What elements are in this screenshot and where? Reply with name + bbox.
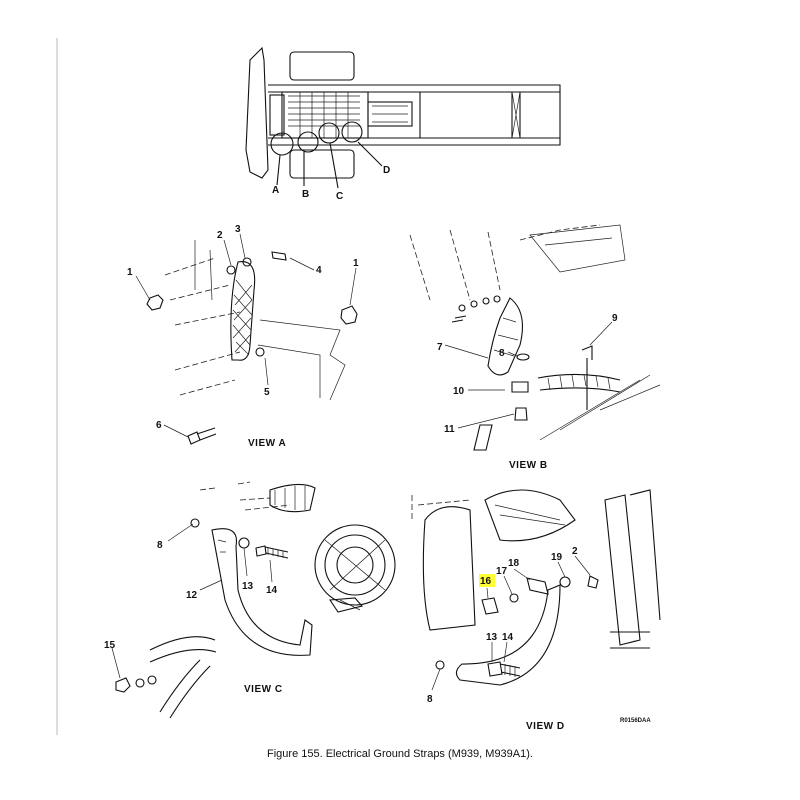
view-c-callout-15: 15 [104,640,116,651]
view-d-callout-17: 17 [496,566,508,577]
drawing-code: R0156DAA [620,718,651,724]
overview-callout-d: D [383,165,390,176]
overview-callout-b: B [302,189,309,200]
view-b-callout-10: 10 [453,386,465,397]
view-a-callout-1: 1 [127,267,133,278]
view-d-title: VIEW D [526,721,565,732]
view-a-callout-3: 3 [235,224,241,235]
view-c-callout-14: 14 [266,585,278,596]
view-a-callout-4: 4 [316,265,322,276]
view-a-title: VIEW A [248,438,286,449]
view-c-callout-12: 12 [186,590,198,601]
view-d-callout-18: 18 [508,558,520,569]
view-b-callout-8: 8 [499,348,505,359]
view-a-callout-2: 2 [217,230,223,241]
view-d-callout-16: 16 [480,576,492,587]
view-a-diagram: 1 2 3 4 1 5 6 VIEW A [127,224,359,449]
view-c-title: VIEW C [244,684,283,695]
view-d-callout-19: 19 [551,552,563,563]
view-d-diagram: 16 17 18 19 2 13 14 8 VIEW D R0156DAA [411,489,661,732]
view-b-callout-11: 11 [444,424,455,435]
view-a-callout-1b: 1 [353,258,359,269]
view-d-callout-13: 13 [486,632,498,643]
view-b-callout-9: 9 [612,313,618,324]
truck-overview-diagram: A B C D [245,46,561,202]
view-d-callout-8: 8 [427,694,433,705]
overview-callout-c: C [336,191,343,202]
figure-caption: Figure 155. Electrical Ground Straps (M9… [267,748,533,760]
view-a-callout-6: 6 [156,420,162,431]
view-c-callout-8: 8 [157,540,163,551]
view-d-callout-14: 14 [502,632,514,643]
view-d-callout-16-highlight [479,574,495,587]
view-c-callout-13: 13 [242,581,254,592]
view-a-callout-5: 5 [264,387,270,398]
view-b-title: VIEW B [509,460,548,471]
view-c-diagram: 8 13 14 12 15 VIEW C [104,481,396,719]
view-b-callout-7: 7 [437,342,443,353]
overview-callout-a: A [272,185,279,196]
view-b-diagram: 7 8 9 10 11 VIEW B [409,224,661,471]
view-d-callout-2: 2 [572,546,578,557]
